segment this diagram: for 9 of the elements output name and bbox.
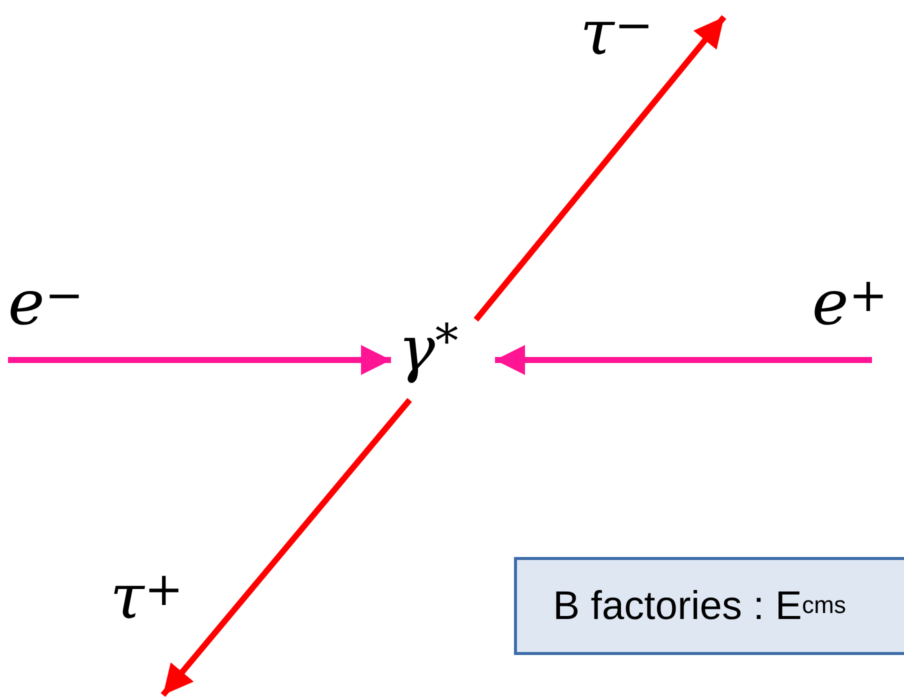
- particle-label: e$^{−}$: [8, 272, 108, 356]
- particle-label: τ$^{−}$: [580, 2, 730, 72]
- arrow: [474, 15, 726, 322]
- arrow: [495, 345, 872, 375]
- particle-label: γ$^{*}$: [398, 318, 488, 413]
- particle-label: e$^{+}$: [812, 272, 904, 356]
- arrow: [160, 398, 412, 697]
- arrow: [8, 345, 391, 375]
- particle-label: τ$^{+}$: [110, 566, 220, 690]
